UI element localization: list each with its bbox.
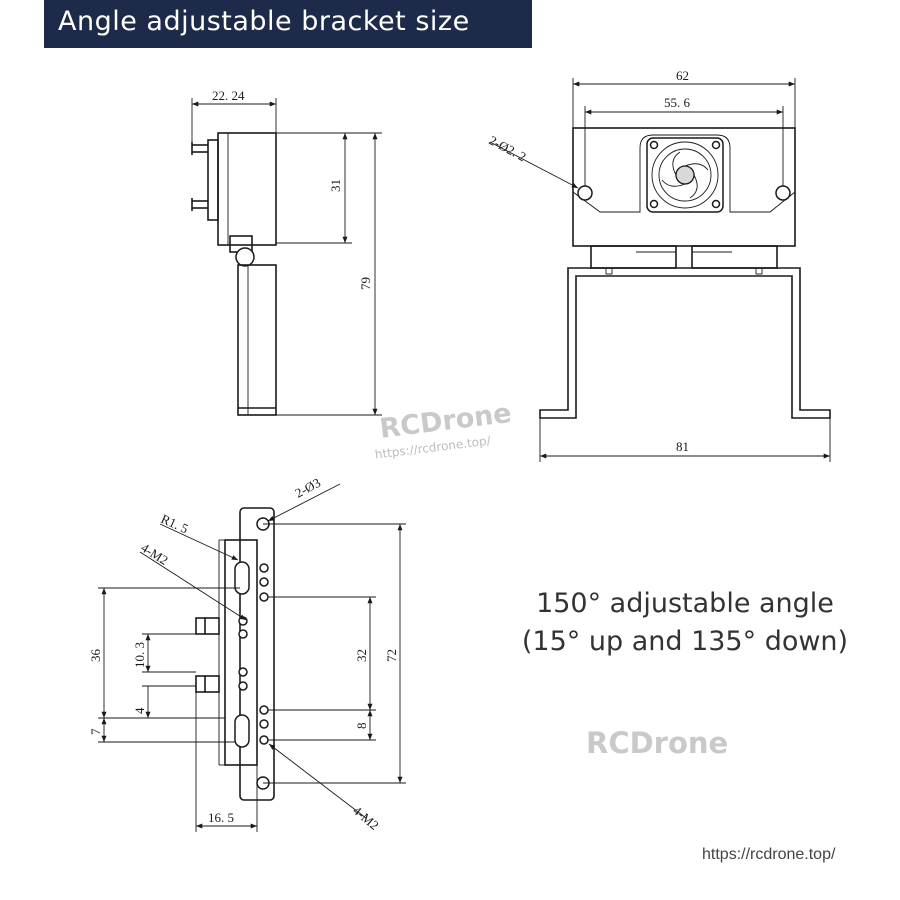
side-view: 22. 24 31 79 xyxy=(191,88,382,416)
front-hole-left xyxy=(577,185,593,201)
dim-detail-72: 72 xyxy=(384,649,399,662)
front-hole-right xyxy=(775,185,791,201)
front-view: 62 55. 6 2-Ø2. 2 81 xyxy=(487,68,831,462)
dim-front-base-width: 81 xyxy=(676,439,689,454)
dim-detail-7: 7 xyxy=(88,728,103,735)
dim-detail-32: 32 xyxy=(354,649,369,662)
dim-front-hole: 2-Ø2. 2 xyxy=(487,132,529,164)
title-banner: Angle adjustable bracket size xyxy=(44,0,532,48)
side-plate xyxy=(217,132,277,246)
dim-side-upper-height: 31 xyxy=(328,179,343,192)
dim-side-width: 22. 24 xyxy=(212,88,245,103)
fan-icon xyxy=(646,137,724,213)
detail-inner-plate xyxy=(224,539,258,766)
dim-detail-36: 36 xyxy=(88,649,103,663)
dim-detail-10-3: 10. 3 xyxy=(132,642,147,668)
dim-detail-4: 4 xyxy=(132,707,147,714)
dim-front-inner-width: 55. 6 xyxy=(664,95,691,110)
front-u-bracket xyxy=(539,267,831,419)
side-leg xyxy=(237,264,277,416)
watermark-bottom-brand: RCDrone xyxy=(586,726,729,760)
side-pivot xyxy=(235,247,255,267)
dim-detail-hole: 2-Ø3 xyxy=(292,475,323,501)
dim-detail-thread-bottom: 4-M2 xyxy=(350,803,382,833)
footer-url: https://rcdrone.top/ xyxy=(702,846,836,863)
detail-view: 2-Ø3 R1. 5 4-M2 36 10. 3 4 7 xyxy=(88,475,406,833)
detail-slot-bottom xyxy=(234,714,250,748)
angle-note-line1: 150° adjustable angle xyxy=(536,588,834,619)
dim-front-top-width: 62 xyxy=(676,68,689,83)
dim-detail-8: 8 xyxy=(354,723,369,730)
detail-slot-top xyxy=(234,561,250,595)
dim-detail-radius: R1. 5 xyxy=(159,511,191,536)
dim-detail-16-5: 16. 5 xyxy=(208,810,234,825)
dim-detail-thread-top: 4-M2 xyxy=(138,540,170,568)
angle-note-line2: (15° up and 135° down) xyxy=(521,626,849,657)
dim-side-total-height: 79 xyxy=(358,277,373,290)
page-title: Angle adjustable bracket size xyxy=(58,6,470,37)
